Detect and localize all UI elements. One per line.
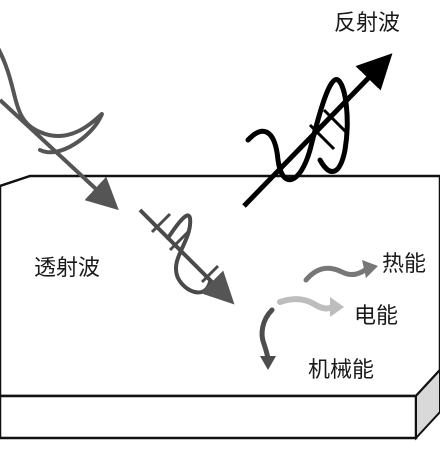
incident-wave [0, 47, 119, 211]
transmitted-tick-1 [150, 212, 172, 234]
incident-wave-curve [0, 47, 104, 155]
reflected-wave [242, 53, 393, 208]
reflected-tick-1 [308, 123, 336, 151]
reflected-tick-2 [322, 108, 350, 136]
transmitted-wave-arrow [138, 208, 235, 305]
thermal-energy-arrow [303, 265, 371, 283]
transmitted-tick-2 [168, 230, 190, 252]
slab-side-face [415, 368, 440, 441]
label-thermal-energy: 热能 [382, 252, 426, 277]
reflected-wave-arrow [242, 53, 393, 208]
label-mechanical-energy: 机械能 [308, 358, 374, 383]
slab-front-face [0, 394, 418, 440]
transmitted-tick-3 [200, 264, 220, 284]
transmitted-wave [138, 208, 235, 305]
mechanical-energy-arrowhead [260, 356, 276, 370]
energy-arrows [259, 260, 378, 370]
reflected-wave-curve [245, 77, 350, 183]
incident-wave-arrow [0, 98, 119, 211]
label-transmitted-wave: 透射波 [34, 256, 100, 281]
electrical-energy-arrowhead [330, 297, 344, 317]
label-reflected-wave: 反射波 [334, 11, 400, 36]
label-electrical-energy: 电能 [354, 304, 398, 329]
electrical-energy-arrow [277, 296, 337, 312]
thermal-energy-arrowhead [362, 260, 378, 278]
